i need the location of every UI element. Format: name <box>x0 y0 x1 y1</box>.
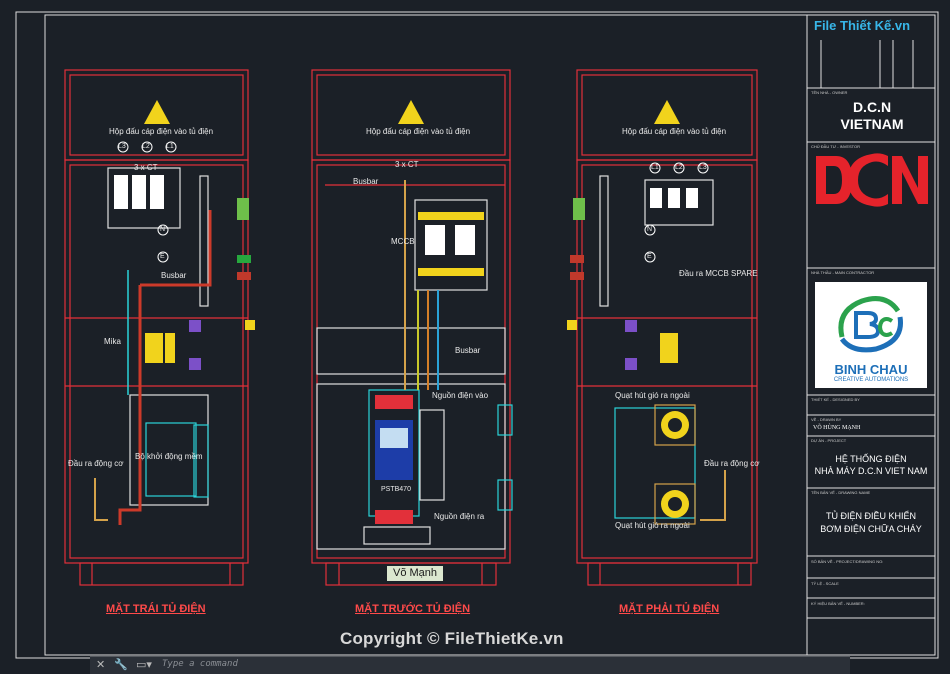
left-view-title: MẶT TRÁI TỦ ĐIỆN <box>106 603 206 615</box>
left-ct-label: 3 x CT <box>134 163 158 172</box>
binh-chau-logo-mark <box>832 291 910 355</box>
tb-contractor-label: NHÀ THẦU - MAIN CONTRACTOR <box>811 270 875 275</box>
front-busbar-top-label: Busbar <box>353 177 379 186</box>
tb-number-label: SỐ BẢN VẼ - PROJECT/DRAWING NO: <box>811 559 884 564</box>
left-panel-drawing <box>64 69 249 586</box>
front-panel-drawing <box>311 69 513 586</box>
author-tag: Võ Mạnh <box>387 566 443 581</box>
front-busbar-mid-label: Busbar <box>455 346 481 355</box>
left-earth-label: E <box>160 253 165 260</box>
tb-drawing-label: TÊN BẢN VẼ - DRAWING NAME <box>811 490 871 495</box>
tb-project-label: DỰ ÁN - PROJECT <box>811 438 847 443</box>
left-busbar-label: Busbar <box>161 271 187 280</box>
left-motor-out-label: Đầu ra động cơ <box>68 459 124 468</box>
command-input[interactable]: Type a command <box>162 659 238 669</box>
right-fan-top-label: Quạt hút gió ra ngoài <box>615 391 690 400</box>
tb-sheet-label: KÝ HIỆU BẢN VẼ - NUMBER: <box>811 601 865 606</box>
command-prompt-icon[interactable]: ▭▾ <box>136 658 152 671</box>
right-panel-drawing <box>576 69 758 586</box>
tb-owner: D.C.N VIETNAM <box>840 99 904 132</box>
left-neutral-label: N <box>160 226 166 233</box>
front-view-title: MẶT TRƯỚC TỦ ĐIỆN <box>355 603 471 615</box>
watermark-site-logo: File Thiết Kế.vn <box>814 18 911 33</box>
right-cable-box-label: Hộp đấu cáp điện vào tủ điện <box>622 127 727 136</box>
tb-drawing: TỦ ĐIỆN ĐIỀU KHIỂN BƠM ĐIỆN CHỮA CHÁY <box>820 511 922 534</box>
left-phase-l1: L1 <box>166 143 174 150</box>
right-earth-label: E <box>647 253 652 260</box>
binh-chau-bc-icon <box>838 296 903 353</box>
left-soft-starter-label: Bộ khởi động mềm <box>135 452 203 461</box>
left-breakers <box>114 100 255 370</box>
tb-company-tagline: CREATIVE AUTOMATIONS <box>833 377 909 383</box>
watermark-copyright: Copyright © FileThietKe.vn <box>340 629 564 648</box>
right-motor-out-label: Đầu ra động cơ <box>704 459 760 468</box>
front-power-out-label: Nguồn điện ra <box>434 512 485 521</box>
right-phase-l3: L3 <box>699 164 707 171</box>
right-phase-l2: L2 <box>675 164 683 171</box>
right-fan-bottom-label: Quạt hút gió ra ngoài <box>615 521 690 530</box>
dcn-logo-mark <box>816 153 928 207</box>
tb-scale-label: TỶ LỆ - SCALE <box>811 581 839 586</box>
tb-owner-label: TÊN NHÀ - OWNER <box>811 90 848 95</box>
right-mccb-spare-label: Đầu ra MCCB SPARE <box>679 269 758 278</box>
front-ct-label: 3 x CT <box>395 160 419 169</box>
tb-drawn-label: VẼ - DRAWN BY <box>811 417 842 422</box>
right-view-title: MẶT PHẢI TỦ ĐIỆN <box>619 603 720 615</box>
right-components <box>567 100 709 518</box>
tb-investor-label: CHỦ ĐẦU TƯ - INVESTOR <box>811 144 861 149</box>
left-cable-box-label: Hộp đấu cáp điện vào tủ điện <box>109 127 214 136</box>
left-mika-label: Mika <box>104 337 121 346</box>
front-device-label: PSTB470 <box>381 486 411 493</box>
front-cable-box-label: Hộp đấu cáp điện vào tủ điện <box>366 127 471 136</box>
tb-designer-label: THIẾT KẾ - DESIGNED BY <box>811 397 860 402</box>
front-power-in-label: Nguồn điện vào <box>432 391 489 400</box>
front-components <box>375 100 484 524</box>
left-phase-l2: L2 <box>142 143 150 150</box>
command-line-bar[interactable]: ✕ 🔧 ▭▾ Type a command <box>90 656 850 674</box>
right-neutral-label: N <box>647 226 653 233</box>
left-phase-l3: L3 <box>118 143 126 150</box>
close-icon[interactable]: ✕ <box>96 658 106 671</box>
front-mccb-label: MCCB <box>391 237 415 246</box>
tb-project: HỆ THỐNG ĐIỆN NHÀ MÁY D.C.N VIET NAM <box>814 454 928 476</box>
tb-company-name: BINH CHAU <box>834 362 908 377</box>
tb-drawn-by: VÕ HÙNG MẠNH <box>813 425 861 431</box>
dcn-logo <box>814 150 930 210</box>
wrench-icon[interactable]: 🔧 <box>114 658 128 671</box>
right-phase-l1: L1 <box>651 164 659 171</box>
